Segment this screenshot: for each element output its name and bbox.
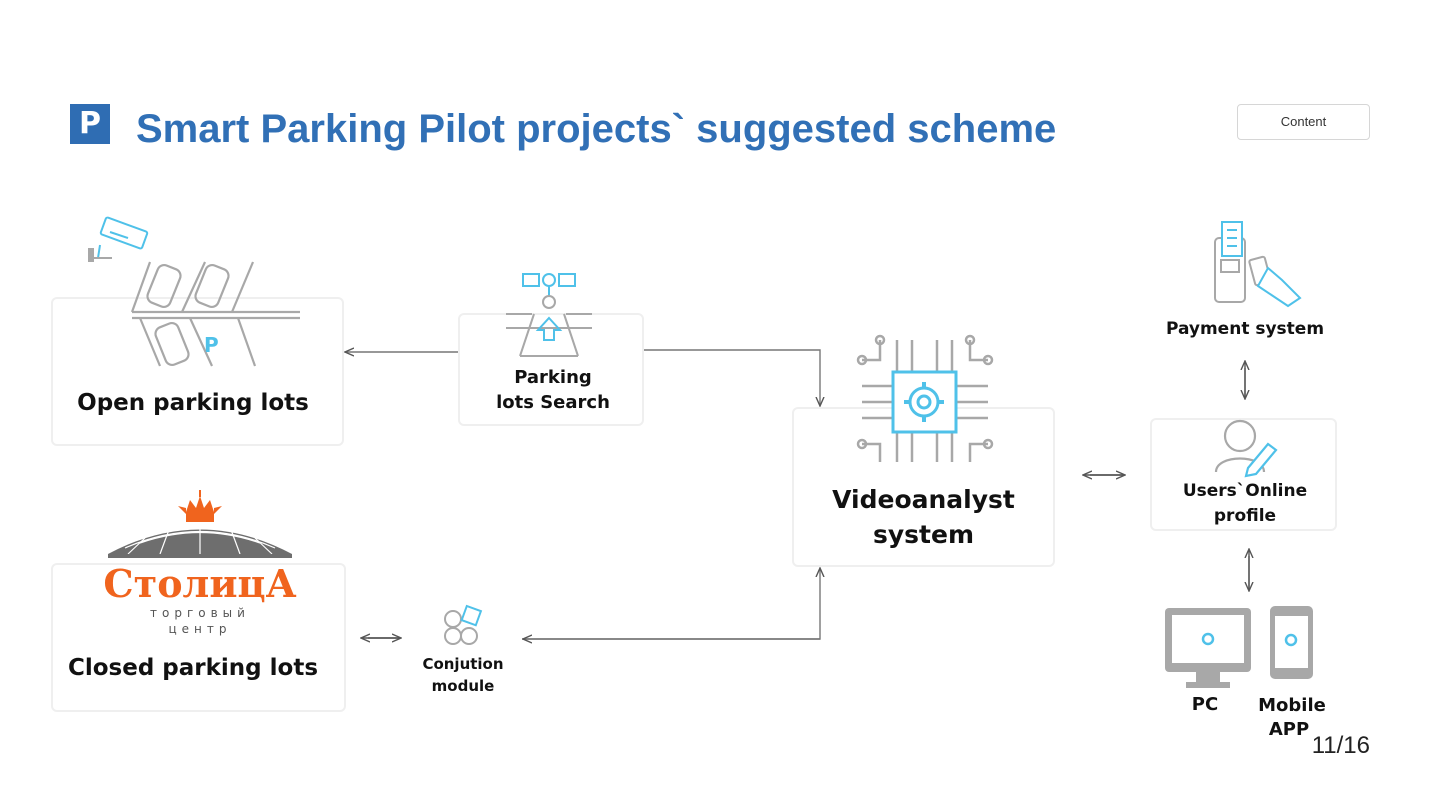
- parking-search-label-1: Parking: [514, 367, 592, 388]
- connector-conjution-to-videoanalyst: [522, 569, 820, 639]
- stolitsa-logo-name: СтолицА: [103, 561, 297, 606]
- conjution-label-1: Conjution: [422, 655, 504, 673]
- videoanalyst-label-1: Videoanalyst: [832, 485, 1015, 514]
- user-profile-icon: [1214, 419, 1278, 478]
- closed-parking-box: [51, 563, 346, 712]
- open-parking-icon: P: [130, 261, 300, 367]
- conjution-module-icon: [444, 604, 483, 645]
- mobile-phone-icon: [1270, 606, 1313, 679]
- parking-search-label-2: lots Search: [496, 392, 610, 413]
- users-profile-label-2: profile: [1213, 506, 1277, 526]
- satellite-search-icon: [506, 273, 592, 357]
- parking-search-box: [458, 313, 644, 426]
- conjution-label-2: module: [431, 677, 495, 695]
- mobile-app-label-2: APP: [1268, 719, 1310, 740]
- pc-label: PC: [1191, 694, 1219, 715]
- circuit-chip-icon: [856, 334, 994, 462]
- videoanalyst-label-2: system: [872, 520, 974, 549]
- users-profile-box: [1150, 418, 1337, 531]
- stolitsa-logo-graphic: [108, 490, 292, 558]
- users-profile-label-1: Users`Online: [1182, 481, 1308, 501]
- open-parking-box: [51, 297, 344, 446]
- payment-terminal-icon: [1214, 221, 1302, 308]
- stolitsa-logo-sub2: центр: [168, 622, 232, 636]
- mobile-app-label-1: Mobile: [1258, 695, 1326, 716]
- camera-icon: [88, 216, 149, 262]
- closed-parking-label: Closed parking lots: [67, 655, 319, 681]
- open-parking-label: Open parking lots: [77, 390, 309, 416]
- videoanalyst-box: [792, 407, 1055, 567]
- page-number: 11/16: [1311, 732, 1370, 759]
- pc-monitor-icon: [1165, 608, 1251, 688]
- connector-search-to-videoanalyst: [644, 349, 820, 405]
- svg-text:P: P: [204, 333, 219, 357]
- stolitsa-logo-sub1: торговый: [150, 606, 250, 620]
- content-button[interactable]: Content: [1237, 104, 1370, 140]
- parking-logo-icon: P: [70, 104, 110, 144]
- page-title: Smart Parking Pilot projects` suggested …: [136, 107, 1057, 151]
- payment-label: Payment system: [1165, 319, 1325, 339]
